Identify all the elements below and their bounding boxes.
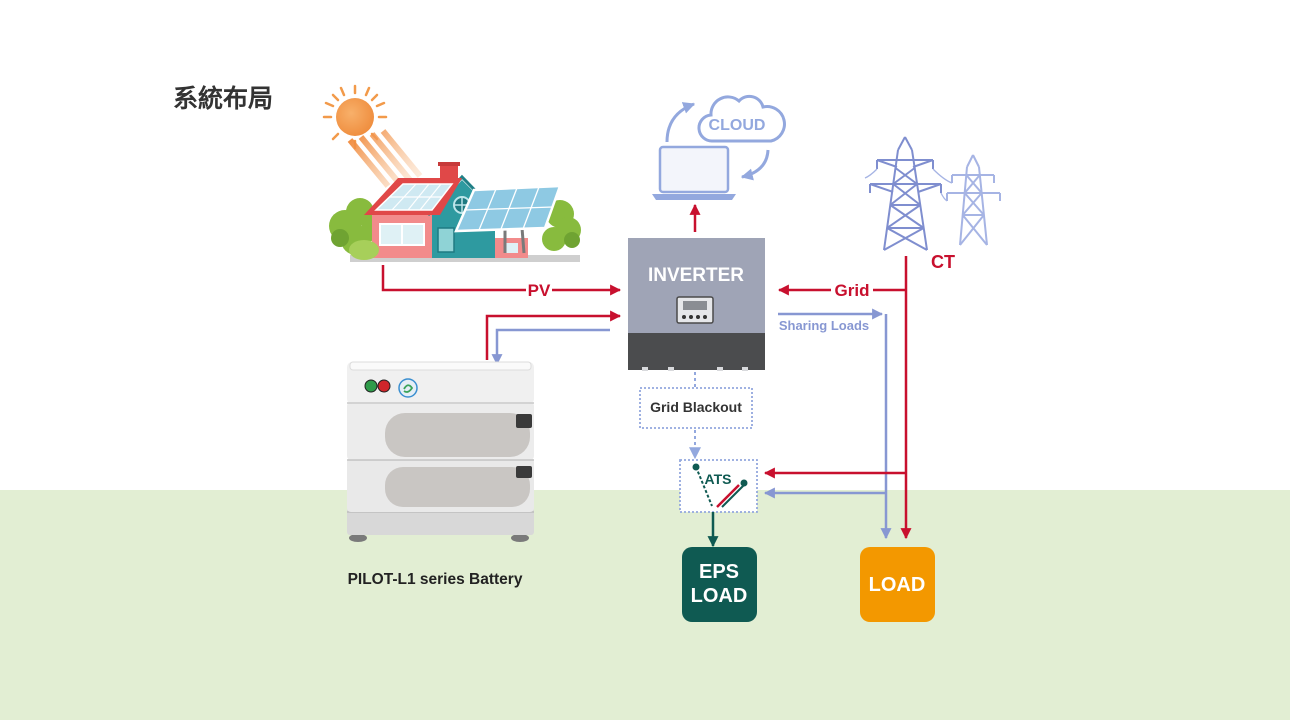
cloud-icon: CLOUD	[697, 94, 786, 143]
eps-load-label-line2: LOAD	[691, 585, 748, 607]
battery-icon	[347, 361, 534, 542]
transfer-switch-icon	[692, 463, 748, 508]
ct-label: CT	[931, 252, 955, 272]
load-box	[860, 547, 935, 622]
sharing-loads-label: Sharing Loads	[779, 318, 869, 333]
cloud-label: CLOUD	[709, 117, 766, 134]
laptop-icon	[652, 145, 736, 200]
battery-to-inverter-arrow	[485, 310, 622, 360]
load-label: LOAD	[869, 574, 926, 596]
upload-arc-arrow	[665, 102, 696, 143]
solar-house-icon	[329, 162, 581, 262]
grid-label: Grid	[835, 281, 870, 300]
pv-label: PV	[528, 281, 551, 300]
inverter: INVERTER	[628, 238, 765, 371]
grid-blackout-box	[639, 387, 753, 429]
eps-load-label-line1: EPS	[699, 561, 739, 583]
inverter-display-icon	[676, 296, 714, 324]
eps-load-box	[682, 547, 757, 622]
download-arc-arrow	[740, 149, 770, 181]
inverter-to-battery-arrow	[491, 328, 610, 366]
grid-blackout-label: Grid Blackout	[650, 399, 742, 415]
inverter-label: INVERTER	[648, 265, 744, 286]
battery-label: PILOT-L1 series Battery	[348, 571, 523, 588]
ground-area	[0, 490, 1290, 720]
page-title: 系統布局	[173, 84, 273, 113]
ats-label: ATS	[705, 471, 732, 487]
sun-beams	[347, 129, 423, 188]
power-tower-icon	[864, 136, 1001, 251]
